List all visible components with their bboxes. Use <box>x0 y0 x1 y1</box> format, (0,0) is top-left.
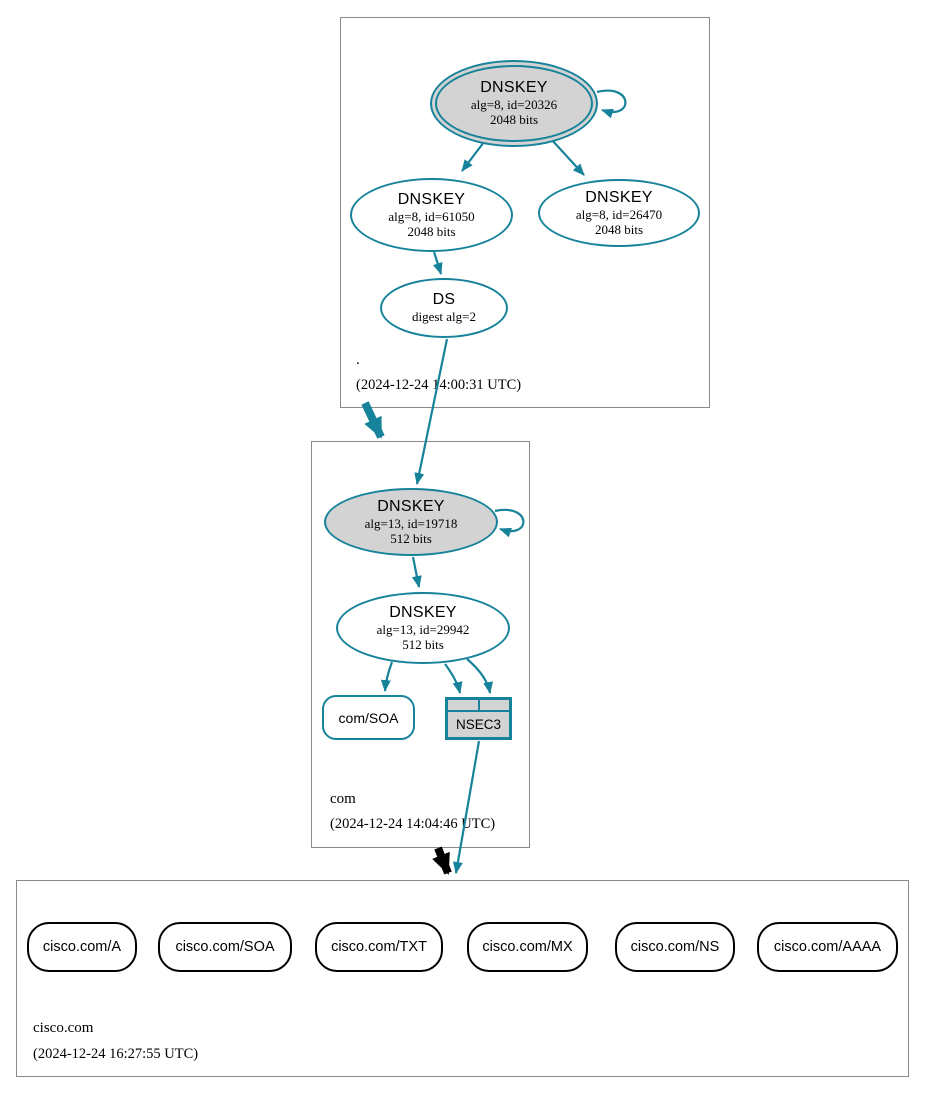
edge-delegation-root-to-com <box>361 401 385 439</box>
node-title: DNSKEY <box>389 603 457 621</box>
rrset-node-cisco-com-mx[interactable]: cisco.com/MX <box>467 922 588 972</box>
dnskey-node-com-ksk-19718[interactable]: DNSKEY alg=13, id=19718 512 bits <box>324 488 498 556</box>
record-label: cisco.com/SOA <box>175 939 275 955</box>
rrset-node-cisco-com-aaaa[interactable]: cisco.com/AAAA <box>757 922 898 972</box>
record-label: cisco.com/TXT <box>331 939 427 955</box>
node-detail-bits: 512 bits <box>390 530 432 546</box>
rrset-node-com-soa[interactable]: com/SOA <box>322 695 415 740</box>
node-detail-alg: alg=8, id=61050 <box>388 208 475 224</box>
nsec3-cell-left <box>448 700 478 710</box>
node-title: DNSKEY <box>397 190 466 208</box>
node-title: DNSKEY <box>480 79 548 97</box>
record-label: cisco.com/MX <box>482 939 573 955</box>
nsec3-label: NSEC3 <box>448 712 509 737</box>
node-detail-digest: digest alg=2 <box>411 309 477 325</box>
node-detail-bits: 512 bits <box>402 636 444 652</box>
node-detail-alg: alg=13, id=29942 <box>376 621 470 637</box>
zone-label-root: . <box>356 352 360 368</box>
dnskey-node-com-zsk-29942[interactable]: DNSKEY alg=13, id=29942 512 bits <box>336 592 510 664</box>
node-label: com/SOA <box>338 709 399 726</box>
zone-timestamp-cisco-com: (2024-12-24 16:27:55 UTC) <box>33 1046 199 1062</box>
rrset-node-cisco-com-txt[interactable]: cisco.com/TXT <box>315 922 443 972</box>
node-detail-bits: 2048 bits <box>594 221 644 237</box>
node-detail-alg: alg=8, id=20326 <box>470 97 558 113</box>
nsec3-node[interactable]: NSEC3 <box>445 697 512 740</box>
rrset-node-cisco-com-ns[interactable]: cisco.com/NS <box>615 922 735 972</box>
rrset-node-cisco-com-a[interactable]: cisco.com/A <box>27 922 137 972</box>
dnskey-node-root-26470[interactable]: DNSKEY alg=8, id=26470 2048 bits <box>538 179 700 247</box>
zone-label-cisco-com: cisco.com <box>33 1020 94 1036</box>
record-label: cisco.com/NS <box>630 939 720 955</box>
zone-box-cisco-com <box>16 880 909 1077</box>
node-detail-bits: 2048 bits <box>407 223 456 239</box>
ds-node-com[interactable]: DS digest alg=2 <box>380 278 508 338</box>
node-title: DS <box>432 291 456 309</box>
zone-timestamp-com: (2024-12-24 14:04:46 UTC) <box>330 816 496 832</box>
node-title: DNSKEY <box>377 497 445 515</box>
nsec3-header-cells <box>448 700 509 710</box>
zone-timestamp-root: (2024-12-24 14:00:31 UTC) <box>356 377 522 393</box>
edge-delegation-com-to-cisco <box>432 846 452 875</box>
node-detail-alg: alg=13, id=19718 <box>364 515 458 531</box>
record-label: cisco.com/A <box>42 939 122 955</box>
node-detail-bits: 2048 bits <box>489 112 539 128</box>
dnskey-node-root-zsk-61050[interactable]: DNSKEY alg=8, id=61050 2048 bits <box>350 178 513 252</box>
record-label: cisco.com/AAAA <box>773 939 882 955</box>
rrset-node-cisco-com-soa[interactable]: cisco.com/SOA <box>158 922 292 972</box>
nsec3-cell-right <box>479 700 509 710</box>
node-title: DNSKEY <box>585 188 653 206</box>
zone-label-com: com <box>330 791 356 807</box>
node-detail-alg: alg=8, id=26470 <box>575 206 663 222</box>
dnskey-node-root-ksk-20326[interactable]: DNSKEY alg=8, id=20326 2048 bits <box>430 60 598 147</box>
